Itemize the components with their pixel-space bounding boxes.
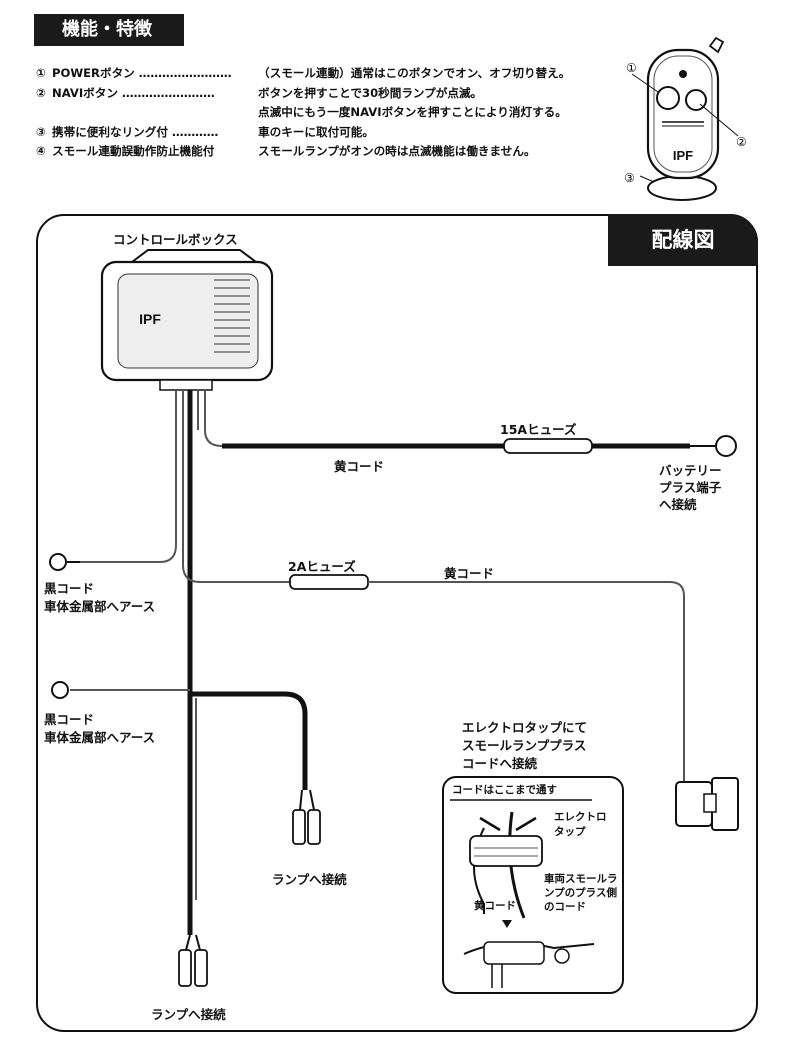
inset-yellow-label: 黄コード	[474, 900, 516, 912]
lamp-label-2: ランプへ接続	[151, 1007, 226, 1022]
tap-note-line: コードへ接続	[462, 756, 538, 771]
ground-label-line: 黒コード	[44, 712, 95, 727]
electro-tap-icon	[675, 777, 739, 831]
battery-label: バッテリー プラス端子 へ接続	[659, 462, 722, 513]
ground-label-line: 車体金属部へアース	[44, 730, 156, 745]
box-brand: IPF	[139, 311, 161, 327]
vehicle-cord-label: 車両スモールラ ンプのプラス側 のコード	[544, 872, 618, 914]
electro-label-line: タップ	[554, 826, 586, 838]
pass-note: コードはここまで通す	[452, 784, 557, 796]
battery-label-line: へ接続	[659, 497, 697, 512]
lamp-label-1: ランプへ接続	[272, 872, 347, 887]
fuse-2a-icon	[289, 574, 369, 590]
tap-note-line: スモールランププラス	[462, 738, 587, 753]
feature-number: ④	[36, 144, 46, 158]
electro-label-line: エレクトロ	[554, 811, 607, 823]
callout-3: ③	[624, 171, 635, 185]
remote-body	[646, 48, 720, 180]
feature-name: スモール連動誤動作防止機能付	[52, 144, 215, 158]
tap-note-line: エレクトロタップにて	[462, 720, 588, 735]
feature-number: ③	[36, 124, 46, 139]
feature-number: ②	[36, 85, 46, 100]
feature-desc: （スモール連動）通常はこのボタンでオン、オフ切り替え。	[258, 66, 571, 80]
feature-row: 点滅中にもう一度NAVIボタンを押すことにより消灯する。	[36, 103, 636, 123]
feature-row: ④ スモール連動誤動作防止機能付 スモールランプがオンの時は点滅機能は働きません…	[36, 142, 636, 162]
control-box-label: コントロールボックス	[113, 232, 238, 247]
feature-row: ① POWERボタン …………………… （スモール連動）通常はこのボタンでオン、…	[36, 64, 636, 84]
tap-note: エレクトロタップにて スモールランププラス コードへ接続	[462, 719, 587, 773]
vehicle-label-line: のコード	[544, 901, 586, 913]
header-separator: ・	[98, 19, 116, 40]
yellow-cord-label-1: 黄コード	[334, 459, 385, 474]
vehicle-label-line: 車両スモールラ	[544, 873, 618, 885]
lamp-plug-1	[292, 789, 321, 845]
remote-illustration: IPF ① ② ③	[624, 36, 747, 201]
feature-row: ③ 携帯に便利なリング付 ………… 車のキーに取付可能。	[36, 123, 636, 143]
lamp-plug-2	[178, 934, 208, 987]
vehicle-label-line: ンプのプラス側	[544, 887, 617, 899]
wiring-panel: 配線図	[36, 214, 758, 1032]
feature-name: POWERボタン ……………………	[52, 66, 232, 80]
ring-terminal-icon	[715, 435, 737, 457]
battery-label-line: バッテリー	[659, 463, 722, 478]
feature-desc: スモールランプがオンの時は点滅機能は働きません。	[258, 144, 536, 158]
power-button-icon	[656, 86, 680, 110]
fuse-2a-label: 2Aヒューズ	[288, 559, 356, 574]
callout-2: ②	[736, 135, 747, 149]
header-title-a: 機能	[62, 19, 98, 40]
callout-1: ①	[626, 61, 637, 75]
tap-detail-drawing	[450, 799, 595, 988]
feature-desc: 車のキーに取付可能。	[258, 124, 374, 139]
ground-terminal-icon	[49, 553, 67, 571]
fuse-15a-icon	[503, 438, 593, 454]
feature-row: ② NAVIボタン …………………… ボタンを押すことで30秒間ランプが点滅。	[36, 84, 636, 104]
feature-desc: 点滅中にもう一度NAVIボタンを押すことにより消灯する。	[258, 105, 567, 119]
fuse-15a-label: 15Aヒューズ	[500, 422, 577, 437]
battery-label-line: プラス端子	[659, 480, 722, 495]
wiring-badge: 配線図	[608, 214, 758, 266]
section-header: 機能・特徴	[34, 14, 184, 46]
tap-detail-inset: コードはここまで通す エレクトロ タップ 車両スモールラ ンプのプラス側 のコー…	[442, 776, 624, 994]
ground-label-line: 車体金属部へアース	[44, 599, 156, 614]
control-box: IPF	[100, 249, 274, 391]
ground-label-2: 黒コード 車体金属部へアース	[44, 711, 155, 747]
ground-label-1: 黒コード 車体金属部へアース	[44, 580, 155, 616]
ground-label-line: 黒コード	[44, 581, 95, 596]
feature-number: ①	[36, 66, 46, 80]
yellow-cord-label-2: 黄コード	[444, 566, 495, 581]
feature-name: NAVIボタン ……………………	[52, 85, 215, 100]
feature-list: ① POWERボタン …………………… （スモール連動）通常はこのボタンでオン、…	[36, 64, 636, 162]
feature-name: 携帯に便利なリング付 …………	[52, 124, 219, 139]
electro-label: エレクトロ タップ	[554, 810, 607, 840]
remote-brand: IPF	[673, 148, 693, 163]
header-title-b: 特徴	[116, 19, 152, 40]
feature-desc: ボタンを押すことで30秒間ランプが点滅。	[258, 85, 483, 100]
ground-terminal-icon	[51, 681, 69, 699]
electro-tap-icon	[469, 835, 543, 867]
led-icon	[679, 70, 687, 78]
